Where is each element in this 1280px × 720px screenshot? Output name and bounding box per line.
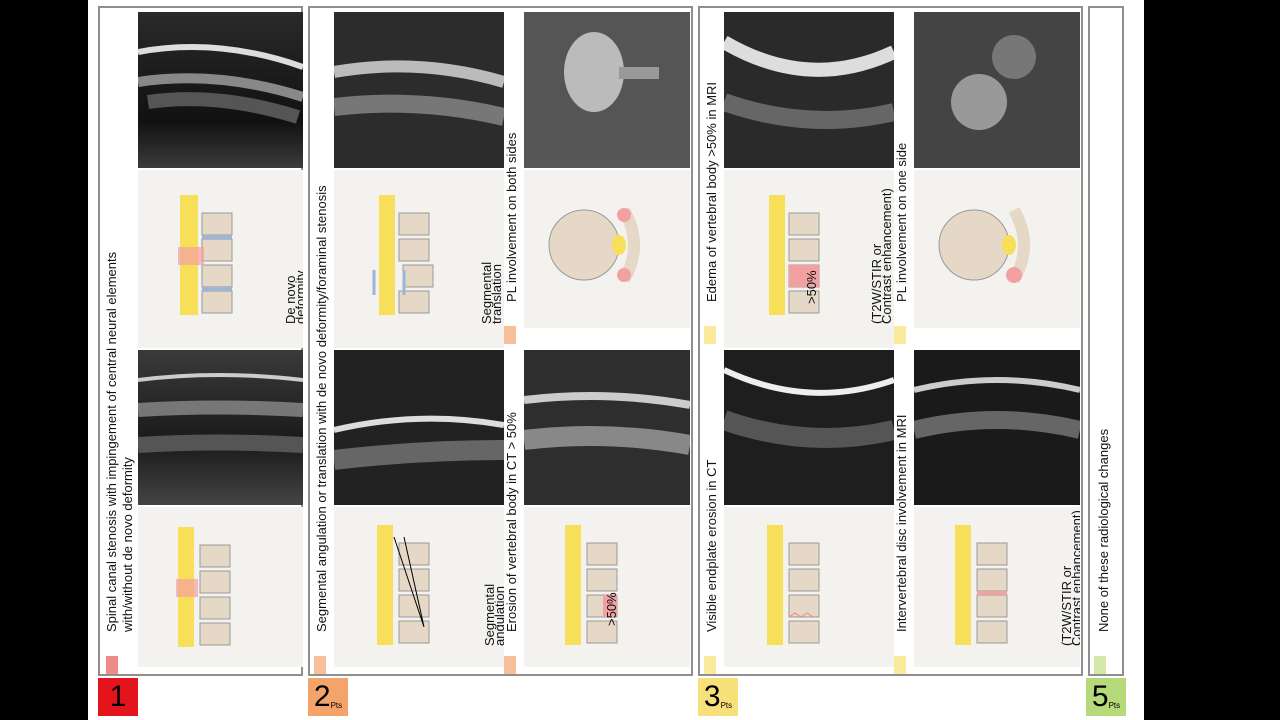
badge-number-1: 1 (109, 680, 127, 713)
note-t2w-line2: Contrast enhancement) (879, 188, 894, 324)
label-text-1b: with/without de novo deformity (120, 457, 135, 632)
sagittal-spine-scan (138, 44, 303, 124)
label-text-3b: Edema of vertebral body >50% in MRI (704, 81, 719, 302)
ct-image-sagittal (334, 350, 504, 505)
tag-section-3a (704, 656, 716, 674)
label-text-3a: Visible endplate erosion in CT (704, 459, 719, 632)
illustration-endplate-erosion (724, 507, 894, 667)
badge-sub-2: Pts (330, 700, 343, 710)
mri-image-axial (914, 12, 1080, 168)
illustration-pl-one-side (914, 170, 1080, 328)
panel-section-1: De novo deformity (98, 6, 303, 676)
tag-section-5 (1094, 656, 1106, 674)
label-text-3d: PL involvement on one side (894, 142, 909, 302)
badge-sub-3: Pts (720, 700, 733, 710)
tag-section-2c (504, 326, 516, 344)
illustration-translation: Segmental translation (334, 170, 504, 348)
illustration-pl-both-sides (524, 170, 690, 328)
ct-image-axial (524, 12, 690, 168)
illustration-angulation: Segmental angulation (334, 507, 504, 667)
panel-section-5: None of these radiological changes (1088, 6, 1124, 676)
ct-image-erosion (524, 350, 690, 505)
illustration-disc: (T2W/STIR or Contrast enhancement) (914, 507, 1080, 667)
note-ang: angulation (492, 586, 504, 646)
note-t2w-disc-line2: Contrast enhancement) (1069, 510, 1080, 646)
ct-image-endplate (724, 12, 894, 168)
tag-section-2b (504, 656, 516, 674)
illustration-stenosis (138, 507, 303, 667)
label-text-2a: Segmental angulation or translation with… (314, 185, 329, 632)
label-text-3c: Intervertebral disc involvement in MRI (894, 414, 909, 632)
label-text-5: None of these radiological changes (1096, 428, 1111, 632)
mri-image-disc (914, 350, 1080, 505)
tag-section-1 (106, 656, 118, 674)
panel-section-2: Segmental translation (308, 6, 693, 676)
note-50-erosion: >50% (604, 592, 619, 626)
mri-image-edema (724, 350, 894, 505)
tag-section-3c (894, 656, 906, 674)
illustration-stenosis-deformity: De novo deformity (138, 170, 303, 348)
mri-image-stenosis-top (138, 12, 303, 168)
label-text-2c: PL involvement on both sides (504, 132, 519, 302)
label-text-2b: Erosion of vertebral body in CT > 50% (504, 412, 519, 632)
illustration-erosion: >50% (524, 507, 690, 667)
figure-canvas: De novo deformity (88, 0, 1144, 720)
note-50-edema: >50% (804, 270, 819, 304)
note-trans: translation (489, 264, 504, 324)
badge-number-3: 3 (703, 680, 721, 713)
ct-image-angulation (334, 12, 504, 168)
panel-section-3: >50% (T2W/STIR or Contrast enhancement) (698, 6, 1083, 676)
mri-image-stenosis-bottom (138, 350, 303, 505)
badge-section-1: 1 (98, 678, 138, 716)
badge-sub-5: Pts (1108, 700, 1121, 710)
tag-section-3d (894, 326, 906, 344)
illustration-edema: >50% (T2W/STIR or Contrast enhancement) (724, 170, 894, 348)
tag-section-2a (314, 656, 326, 674)
badge-number-2: 2 (313, 680, 331, 713)
note-line-2: deformity (293, 270, 303, 324)
label-text-1a: Spinal canal stenosis with impingement o… (104, 251, 119, 632)
tag-section-3b (704, 326, 716, 344)
badge-number-5: 5 (1091, 680, 1109, 713)
